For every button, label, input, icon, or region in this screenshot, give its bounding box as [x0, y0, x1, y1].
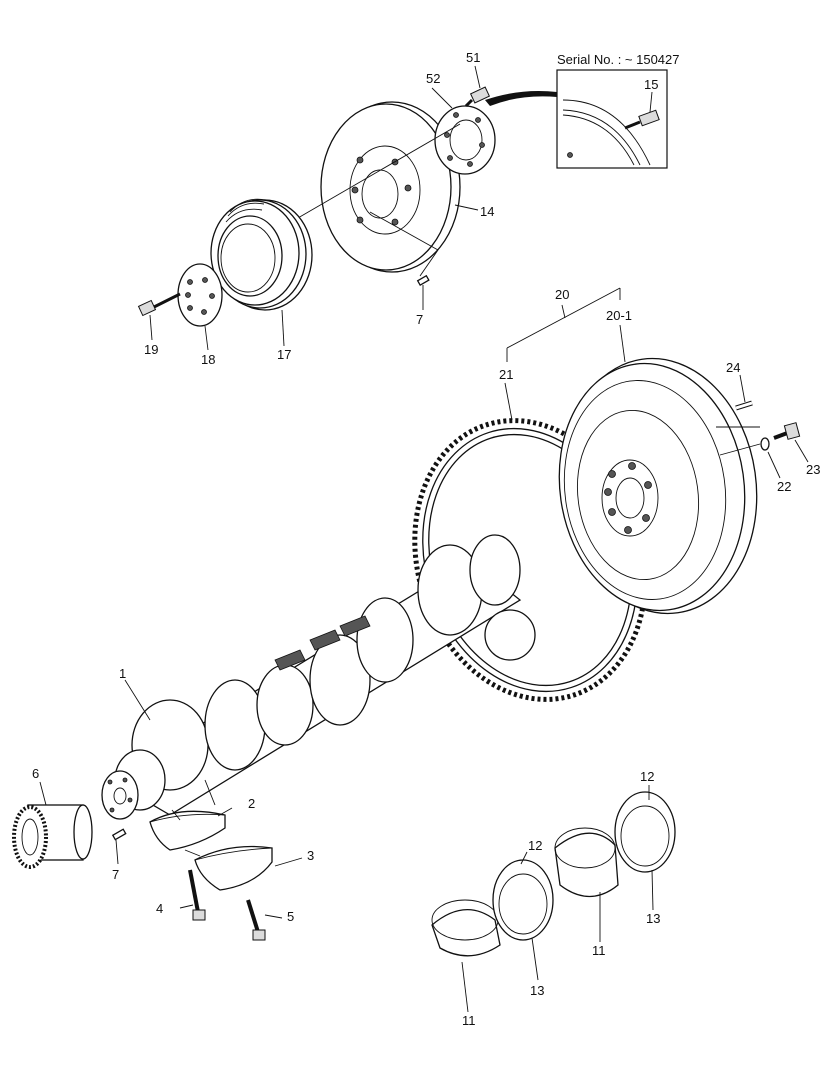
pin-24-icon	[735, 400, 753, 411]
pin-7-lower-icon	[111, 828, 127, 841]
label-18: 18	[201, 352, 215, 367]
label-3: 3	[307, 848, 314, 863]
serial-inset: Serial No. : ~ 150427	[485, 52, 680, 169]
plate-52	[434, 105, 496, 175]
label-4: 4	[156, 901, 163, 916]
label-20-1: 20-1	[606, 308, 632, 323]
label-7-upper: 7	[416, 312, 423, 327]
label-51: 51	[466, 50, 480, 65]
label-17: 17	[277, 347, 291, 362]
label-13-left: 13	[530, 983, 544, 998]
label-12-right: 12	[640, 769, 654, 784]
label-14: 14	[480, 204, 494, 219]
label-5: 5	[287, 909, 294, 924]
label-7-lower: 7	[112, 867, 119, 882]
label-15: 15	[644, 77, 658, 92]
label-1: 1	[119, 666, 126, 681]
label-6: 6	[32, 766, 39, 781]
thrust-washer-12-right	[614, 791, 676, 873]
assembly-bracket-20	[506, 287, 621, 362]
disc-18	[177, 263, 223, 327]
label-20: 20	[555, 287, 569, 302]
label-11-left: 11	[462, 1013, 476, 1028]
bolt-19-icon	[137, 292, 181, 317]
serial-label: Serial No. : ~ 150427	[557, 52, 680, 67]
crankshaft-1	[101, 534, 536, 820]
bolt-5-icon	[246, 899, 266, 941]
label-19: 19	[144, 342, 158, 357]
thrust-washer-12-left	[492, 859, 554, 941]
counterweight-2	[149, 810, 226, 851]
label-52: 52	[426, 71, 440, 86]
bearing-11-right	[554, 827, 619, 898]
pin-7-upper-icon	[416, 274, 430, 286]
damper-14	[320, 101, 461, 273]
bearing-11-left	[431, 899, 501, 957]
leader-lines	[39, 204, 809, 1013]
bolt-23-icon	[773, 422, 801, 440]
label-11-right: 11	[592, 943, 606, 958]
washer-22-icon	[760, 437, 770, 451]
counterweight-3	[194, 845, 273, 891]
bolt-4-icon	[188, 869, 206, 921]
label-12-left: 12	[528, 838, 542, 853]
part-labels: 1 2 3 4 5 6 7 7 11 11 12 12 13 13 14 15 …	[32, 50, 820, 1028]
label-24: 24	[726, 360, 740, 375]
gear-6	[12, 804, 93, 869]
bolt-51-icon	[464, 86, 491, 108]
label-13-right: 13	[646, 911, 660, 926]
label-22: 22	[777, 479, 791, 494]
label-23: 23	[806, 462, 820, 477]
label-21: 21	[499, 367, 513, 382]
flywheel-20-1	[558, 357, 758, 615]
pulley-17	[210, 198, 313, 311]
label-2: 2	[248, 796, 255, 811]
bolt-15-icon	[624, 109, 660, 130]
